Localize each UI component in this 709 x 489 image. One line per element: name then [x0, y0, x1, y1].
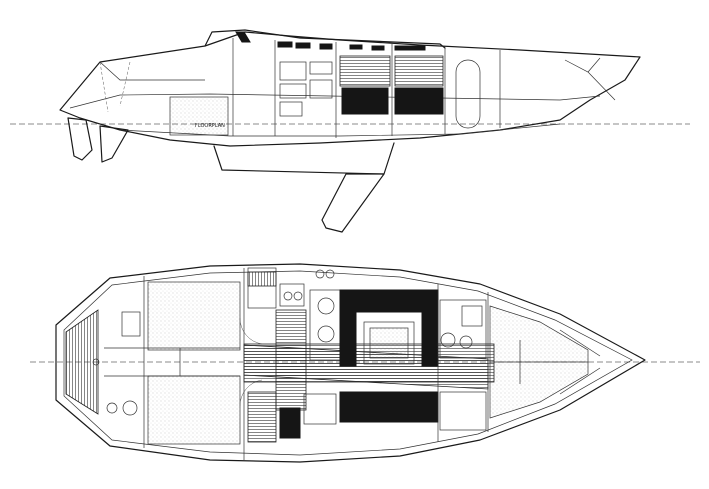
plan-stove-burner — [293, 291, 303, 301]
profile-window — [394, 45, 426, 51]
profile-aft-berth — [169, 96, 229, 136]
plan-sink-drain — [325, 269, 335, 279]
profile-fin-keel — [321, 173, 385, 233]
profile-forepeak-berth — [455, 59, 481, 129]
profile-label: FLOORPLAN — [195, 123, 225, 129]
profile-cockpit-dash — [99, 61, 109, 113]
plan-hanging-locker — [439, 391, 487, 431]
plan-saloon-table — [363, 321, 415, 365]
profile-hull — [59, 31, 641, 147]
plan-winch — [122, 400, 138, 416]
plan-aft-cabin-stbd — [147, 375, 241, 445]
profile-cabinet — [279, 61, 307, 81]
plan-head-cabinet — [461, 305, 483, 327]
plan-nav-floor — [247, 391, 277, 443]
profile-panel — [339, 55, 391, 87]
plan-bow-line — [559, 367, 601, 395]
profile-window — [295, 42, 311, 49]
plan-galley-floor — [247, 271, 277, 287]
plan-tiller-post — [92, 358, 100, 366]
profile-window — [277, 41, 293, 48]
profile-coachroof — [204, 29, 446, 49]
profile-rudder — [67, 117, 93, 161]
plan-sink — [317, 325, 335, 343]
plan-sink-drain — [315, 269, 325, 279]
profile-cockpit-dash — [119, 61, 131, 107]
plan-hull — [55, 263, 646, 463]
plan-saloon-table-top — [369, 327, 409, 359]
plan-galley-counter — [247, 267, 277, 309]
profile-bow-detail — [564, 57, 601, 73]
profile-window — [371, 45, 385, 51]
plan-chart-table — [303, 393, 337, 425]
plan-door-arc — [239, 317, 263, 345]
profile-panel — [394, 55, 444, 87]
plan-head — [439, 299, 487, 359]
plan-head-basin — [440, 332, 456, 348]
profile-view: FLOORPLAN — [10, 29, 690, 233]
plan-stove-burner — [283, 291, 293, 301]
profile-window — [349, 44, 363, 50]
profile-cabinet — [279, 101, 303, 117]
plan-aft-cabin-port — [147, 281, 241, 351]
plan-bow-line — [559, 329, 601, 357]
plan-stern-locker — [121, 311, 141, 337]
plan-saloon-settee-stbd — [339, 391, 439, 423]
profile-cabinet — [309, 61, 333, 75]
profile-hatch — [235, 31, 251, 43]
profile-cabinet — [309, 79, 333, 99]
plan-sole-nav — [275, 309, 307, 411]
profile-cabinet — [279, 83, 307, 99]
plan-view — [30, 263, 700, 463]
profile-settee-cushion — [394, 87, 444, 115]
profile-skeg — [99, 125, 129, 163]
profile-keel-stub — [213, 142, 395, 175]
profile-sheer-line — [69, 93, 601, 109]
profile-window — [319, 43, 333, 50]
plan-winch — [106, 402, 118, 414]
plan-head-toilet — [459, 335, 473, 349]
profile-settee-cushion — [341, 87, 389, 115]
plan-nav-seat — [279, 407, 301, 439]
plan-sink — [317, 297, 335, 315]
plan-cockpit-floor — [65, 309, 99, 415]
profile-bow-detail — [587, 71, 616, 101]
plan-stove — [279, 283, 305, 307]
profile-cockpit — [99, 61, 205, 81]
